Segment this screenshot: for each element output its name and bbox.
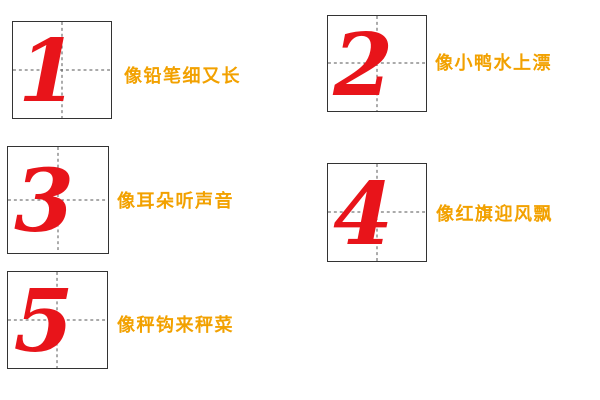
rhyme-text: 像耳朵听声音 [117,191,234,212]
dashed-guide-lines [328,16,426,111]
dashed-guide-lines [8,272,107,368]
rhyme-text: 像秤钩来秤菜 [117,315,234,336]
tian-grid-box: 5 [7,271,108,369]
tian-grid-box: 4 [327,163,427,262]
dashed-guide-lines [8,147,108,253]
digit-1: 1 [18,21,78,122]
digit-4: 4 [333,163,393,265]
rhyme-text: 像铅笔细又长 [124,66,241,87]
rhyme-text: 像红旗迎风飘 [436,204,553,225]
dashed-guide-lines [13,22,111,118]
digit-3: 3 [14,151,74,252]
digit-5: 5 [13,271,74,372]
dashed-guide-lines [328,164,426,261]
tian-grid-box: 2 [327,15,427,112]
tian-grid-box: 3 [7,146,109,254]
tian-grid-box: 1 [12,21,112,119]
digit-2: 2 [333,14,393,116]
rhyme-text: 像小鸭水上漂 [435,53,552,74]
